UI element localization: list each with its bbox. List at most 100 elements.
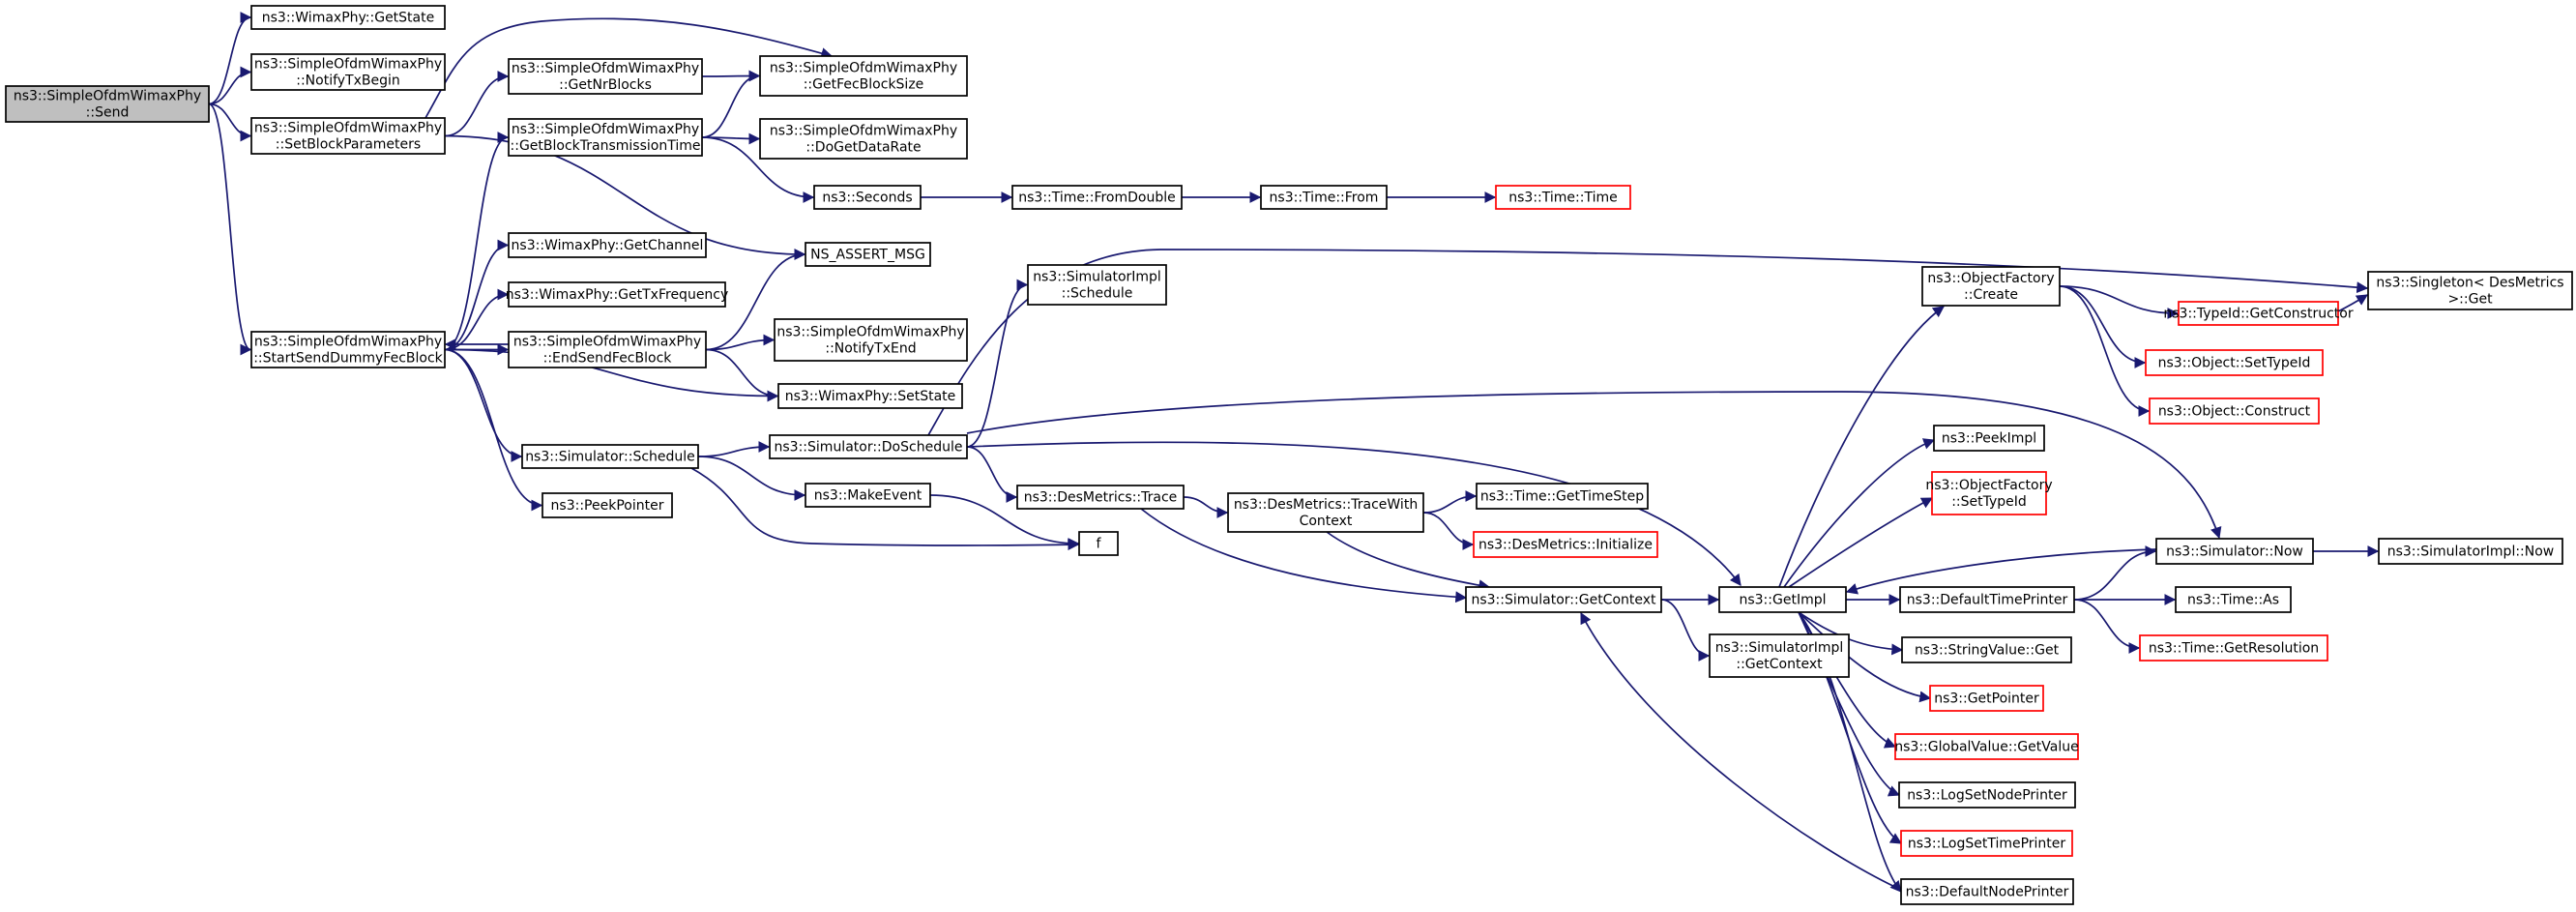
call-edge-simschedule-to-f [690, 467, 1080, 551]
function-node-f[interactable]: f [1078, 531, 1119, 556]
node-label-line: ns3::Time::From [1270, 191, 1379, 206]
function-node-timeas[interactable]: ns3::Time::As [2175, 586, 2292, 613]
function-node-logsetnodeprinter[interactable]: ns3::LogSetNodePrinter [1898, 781, 2076, 809]
node-label-line: ns3::PeekPointer [551, 498, 664, 514]
function-node-timetime[interactable]: ns3::Time::Time [1495, 185, 1631, 210]
function-node-setstate[interactable]: ns3::WimaxPhy::SetState [777, 383, 963, 409]
function-node-stringvalueget[interactable]: ns3::StringValue::Get [1901, 636, 2072, 663]
node-label-line: ns3::SimpleOfdmWimaxPhy [512, 122, 699, 137]
function-node-desinit[interactable]: ns3::DesMetrics::Initialize [1473, 531, 1658, 558]
function-node-defaultnodeprinter[interactable]: ns3::DefaultNodePrinter [1900, 878, 2074, 905]
node-box [1260, 185, 1388, 210]
node-label-line: NS_ASSERT_MSG [810, 248, 925, 263]
function-node-objsettypeid[interactable]: ns3::Object::SetTypeId [2145, 349, 2324, 376]
node-box [1078, 531, 1119, 556]
function-node-gettxfreq[interactable]: ns3::WimaxPhy::GetTxFrequency [506, 281, 729, 308]
function-node-getfecblocksize[interactable]: ns3::SimpleOfdmWimaxPhy::GetFecBlockSize [759, 55, 968, 97]
node-label-line: ns3::SimpleOfdmWimaxPhy [770, 124, 957, 139]
function-node-desmetricstrace[interactable]: ns3::DesMetrics::Trace [1016, 485, 1185, 510]
call-edge-defaulttimeprinter-to-simnow [2073, 545, 2157, 601]
node-label-line: ns3::SimpleOfdmWimaxPhy [512, 61, 699, 76]
function-node-getimpl[interactable]: ns3::GetImpl [1718, 586, 1847, 613]
call-edge-makeevent-to-f [929, 494, 1080, 549]
function-node-makeevent[interactable]: ns3::MakeEvent [805, 483, 931, 508]
node-label-line: ns3::Simulator::Now [2166, 544, 2303, 560]
function-node-getconstructor[interactable]: ns3::TypeId::GetConstructor [2163, 301, 2354, 326]
function-node-defaulttimeprinter[interactable]: ns3::DefaultTimePrinter [1899, 586, 2075, 613]
function-node-timefrom[interactable]: ns3::Time::From [1260, 185, 1388, 210]
node-label-line: ns3::SimpleOfdmWimaxPhy [254, 335, 442, 350]
function-node-objfactorycreate[interactable]: ns3::ObjectFactory::Create [1921, 266, 2061, 307]
node-label-line: ns3::WimaxPhy::GetChannel [512, 238, 704, 253]
node-box [508, 281, 726, 308]
function-node-send[interactable]: ns3::SimpleOfdmWimaxPhy::Send [5, 85, 210, 123]
function-node-peekpointer[interactable]: ns3::PeekPointer [542, 492, 673, 518]
node-label-line: ns3::GetPointer [1934, 691, 2039, 707]
call-edge-endsend-to-setstate [705, 348, 779, 402]
node-box [2175, 586, 2292, 613]
node-label-line: ns3::LogSetTimePrinter [1908, 837, 2066, 852]
node-label-line: ns3::SimpleOfdmWimaxPhy [254, 57, 442, 73]
function-node-objconstruct[interactable]: ns3::Object::Construct [2149, 397, 2320, 425]
node-label-line: ::EndSendFecBlock [543, 351, 673, 367]
function-node-getcontext[interactable]: ns3::Simulator::GetContext [1465, 586, 1662, 613]
function-node-getchannel[interactable]: ns3::WimaxPhy::GetChannel [508, 232, 707, 258]
call-edge-objfactorycreate-to-getconstructor [2059, 285, 2180, 319]
node-box [774, 318, 968, 362]
function-node-dogetdatarate[interactable]: ns3::SimpleOfdmWimaxPhy::DoGetDataRate [759, 118, 968, 160]
node-label-line: ns3::Object::SetTypeId [2158, 356, 2311, 371]
function-node-globalvalue[interactable]: ns3::GlobalValue::GetValue [1894, 733, 2079, 760]
function-node-getpointer[interactable]: ns3::GetPointer [1929, 685, 2044, 712]
call-edge-getnrblocks-to-getfecblocksize [701, 70, 761, 82]
node-label-line: ::GetBlockTransmissionTime [511, 138, 701, 154]
function-node-notifytxbegin[interactable]: ns3::SimpleOfdmWimaxPhy::NotifyTxBegin [250, 53, 446, 91]
function-node-fromdouble[interactable]: ns3::Time::FromDouble [1011, 185, 1183, 210]
node-label-line: ns3::SimpleOfdmWimaxPhy [513, 335, 701, 350]
node-label-line: ::NotifyTxBegin [296, 74, 400, 89]
function-node-simimplschedule[interactable]: ns3::SimulatorImpl::Schedule [1027, 264, 1167, 306]
function-node-gettimestep[interactable]: ns3::Time::GetTimeStep [1476, 483, 1649, 510]
node-label-line: ns3::DesMetrics::Trace [1024, 490, 1178, 506]
node-box [777, 383, 963, 409]
function-node-setblockparams[interactable]: ns3::SimpleOfdmWimaxPhy::SetBlockParamet… [250, 117, 446, 155]
function-node-seconds[interactable]: ns3::Seconds [813, 185, 922, 210]
function-node-getresolution[interactable]: ns3::Time::GetResolution [2139, 634, 2328, 662]
function-node-peekimpl[interactable]: ns3::PeekImpl [1933, 425, 2045, 452]
node-label-line: ns3::Simulator::GetContext [1471, 593, 1656, 608]
function-node-getblocktx[interactable]: ns3::SimpleOfdmWimaxPhy::GetBlockTransmi… [508, 118, 703, 157]
function-node-singleton[interactable]: ns3::Singleton< DesMetrics >::Get [2367, 271, 2573, 310]
node-label-line: ns3::Time::As [2187, 593, 2279, 608]
call-edge-tracewithcontext-to-gettimestep [1422, 490, 1478, 514]
node-box [508, 58, 703, 95]
node-label-line: ns3::Time::GetTimeStep [1480, 489, 1644, 505]
function-node-simimplgetcontext[interactable]: ns3::SimulatorImpl::GetContext [1709, 633, 1850, 678]
node-label-line: ::GetContext [1736, 657, 1823, 672]
function-node-simschedule[interactable]: ns3::Simulator::Schedule [521, 444, 699, 469]
function-node-doschedule[interactable]: ns3::Simulator::DoSchedule [769, 434, 968, 459]
node-box [1718, 586, 1847, 613]
node-label-line: ns3::Simulator::Schedule [525, 450, 695, 465]
call-edge-tracewithcontext-to-desinit [1422, 512, 1475, 550]
call-edge-doschedule-to-simimplschedule [966, 279, 1029, 448]
function-node-nsassert[interactable]: NS_ASSERT_MSG [805, 242, 931, 267]
node-box [1709, 633, 1850, 678]
function-node-logsettimeprinter[interactable]: ns3::LogSetTimePrinter [1900, 830, 2073, 857]
node-box [1027, 264, 1167, 306]
function-node-endsend[interactable]: ns3::SimpleOfdmWimaxPhy::EndSendFecBlock [508, 331, 707, 368]
function-node-ofsettypeid[interactable]: ns3::ObjectFactory::SetTypeId [1925, 471, 2053, 515]
function-node-getstate[interactable]: ns3::WimaxPhy::GetState [250, 5, 446, 30]
call-edge-getimpl-to-objfactorycreate [1778, 306, 1945, 588]
node-label-line: ns3::ObjectFactory [1927, 271, 2054, 286]
function-node-simimplnow[interactable]: ns3::SimulatorImpl::Now [2378, 538, 2563, 565]
node-label-line: ns3::SimulatorImpl::Now [2387, 544, 2555, 560]
function-node-simnow[interactable]: ns3::Simulator::Now [2155, 538, 2314, 565]
node-box [1476, 483, 1649, 510]
node-label-line: ns3::SimpleOfdmWimaxPhy [776, 325, 964, 340]
function-node-getnrblocks[interactable]: ns3::SimpleOfdmWimaxPhy::GetNrBlocks [508, 58, 703, 95]
call-edge-getblocktx-to-seconds [701, 136, 815, 203]
node-box [813, 185, 922, 210]
function-node-notifytxend[interactable]: ns3::SimpleOfdmWimaxPhy::NotifyTxEnd [774, 318, 968, 362]
function-node-startsend[interactable]: ns3::SimpleOfdmWimaxPhy::StartSendDummyF… [250, 331, 446, 368]
node-label-line: ns3::SimulatorImpl [1715, 640, 1844, 656]
